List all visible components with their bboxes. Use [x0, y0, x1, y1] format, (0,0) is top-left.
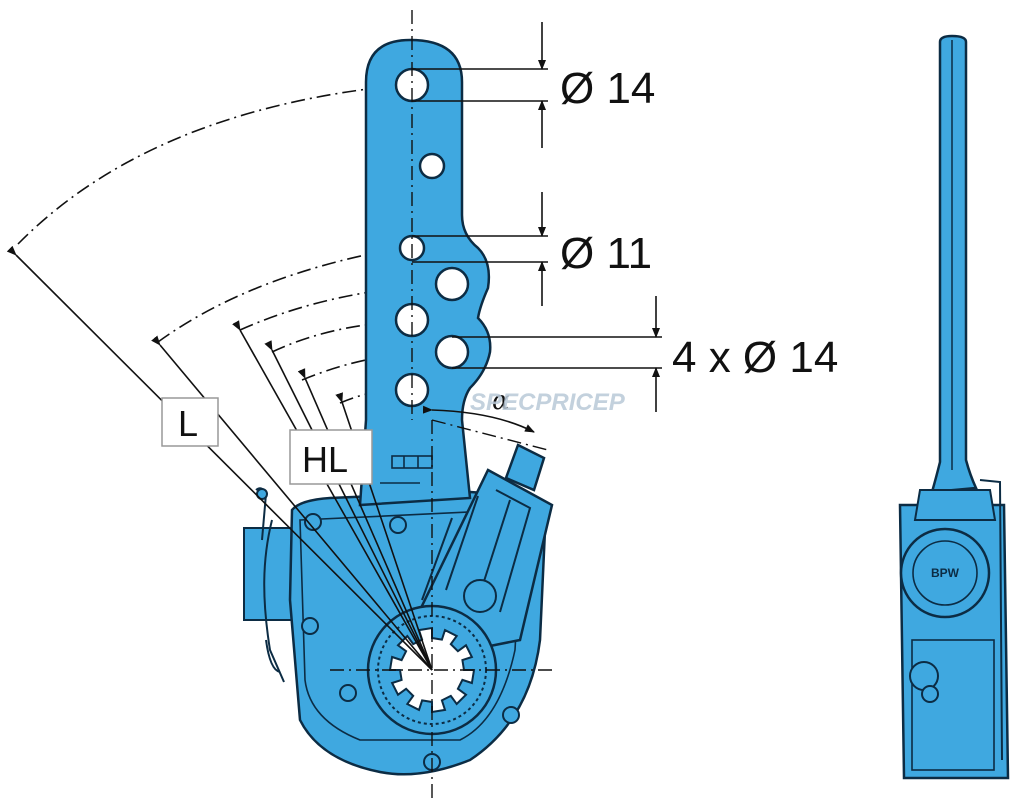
clip-pin: [255, 487, 281, 673]
lever-marks: [380, 455, 433, 484]
brand-logo-text: BPW: [931, 566, 960, 580]
watermark: SPECPRICEP: [470, 389, 626, 416]
lever-arm: [358, 38, 492, 507]
label-l: L: [178, 403, 198, 444]
front-view: α L HL Ø 14 Ø 11: [6, 10, 838, 800]
hole-d14-3: [434, 334, 470, 370]
label-hl: HL: [302, 439, 348, 480]
dim-mid-hole: [412, 192, 548, 306]
hole-d14-1: [434, 266, 470, 302]
lever-length-lines: [6, 245, 433, 671]
label-box-l: L: [161, 397, 219, 447]
adjuster-housing: [418, 443, 554, 652]
bolts: [301, 513, 520, 771]
angle-arc: [422, 405, 535, 433]
dim-text-mid-hole: Ø 11: [560, 229, 652, 278]
dim-hole-group: [452, 296, 662, 412]
label-box-hl: HL: [289, 429, 373, 485]
side-lever: [930, 34, 978, 494]
side-view: BPW: [898, 34, 1010, 780]
dim-text-top-hole: Ø 14: [560, 64, 655, 113]
dim-top-hole: [412, 22, 548, 148]
dim-text-hole-group: 4 x Ø 14: [672, 333, 838, 382]
lever-holes: [394, 67, 470, 408]
angle-label: α: [492, 386, 510, 416]
hole-small: [418, 152, 446, 180]
brand-logo-ring: [899, 527, 991, 619]
